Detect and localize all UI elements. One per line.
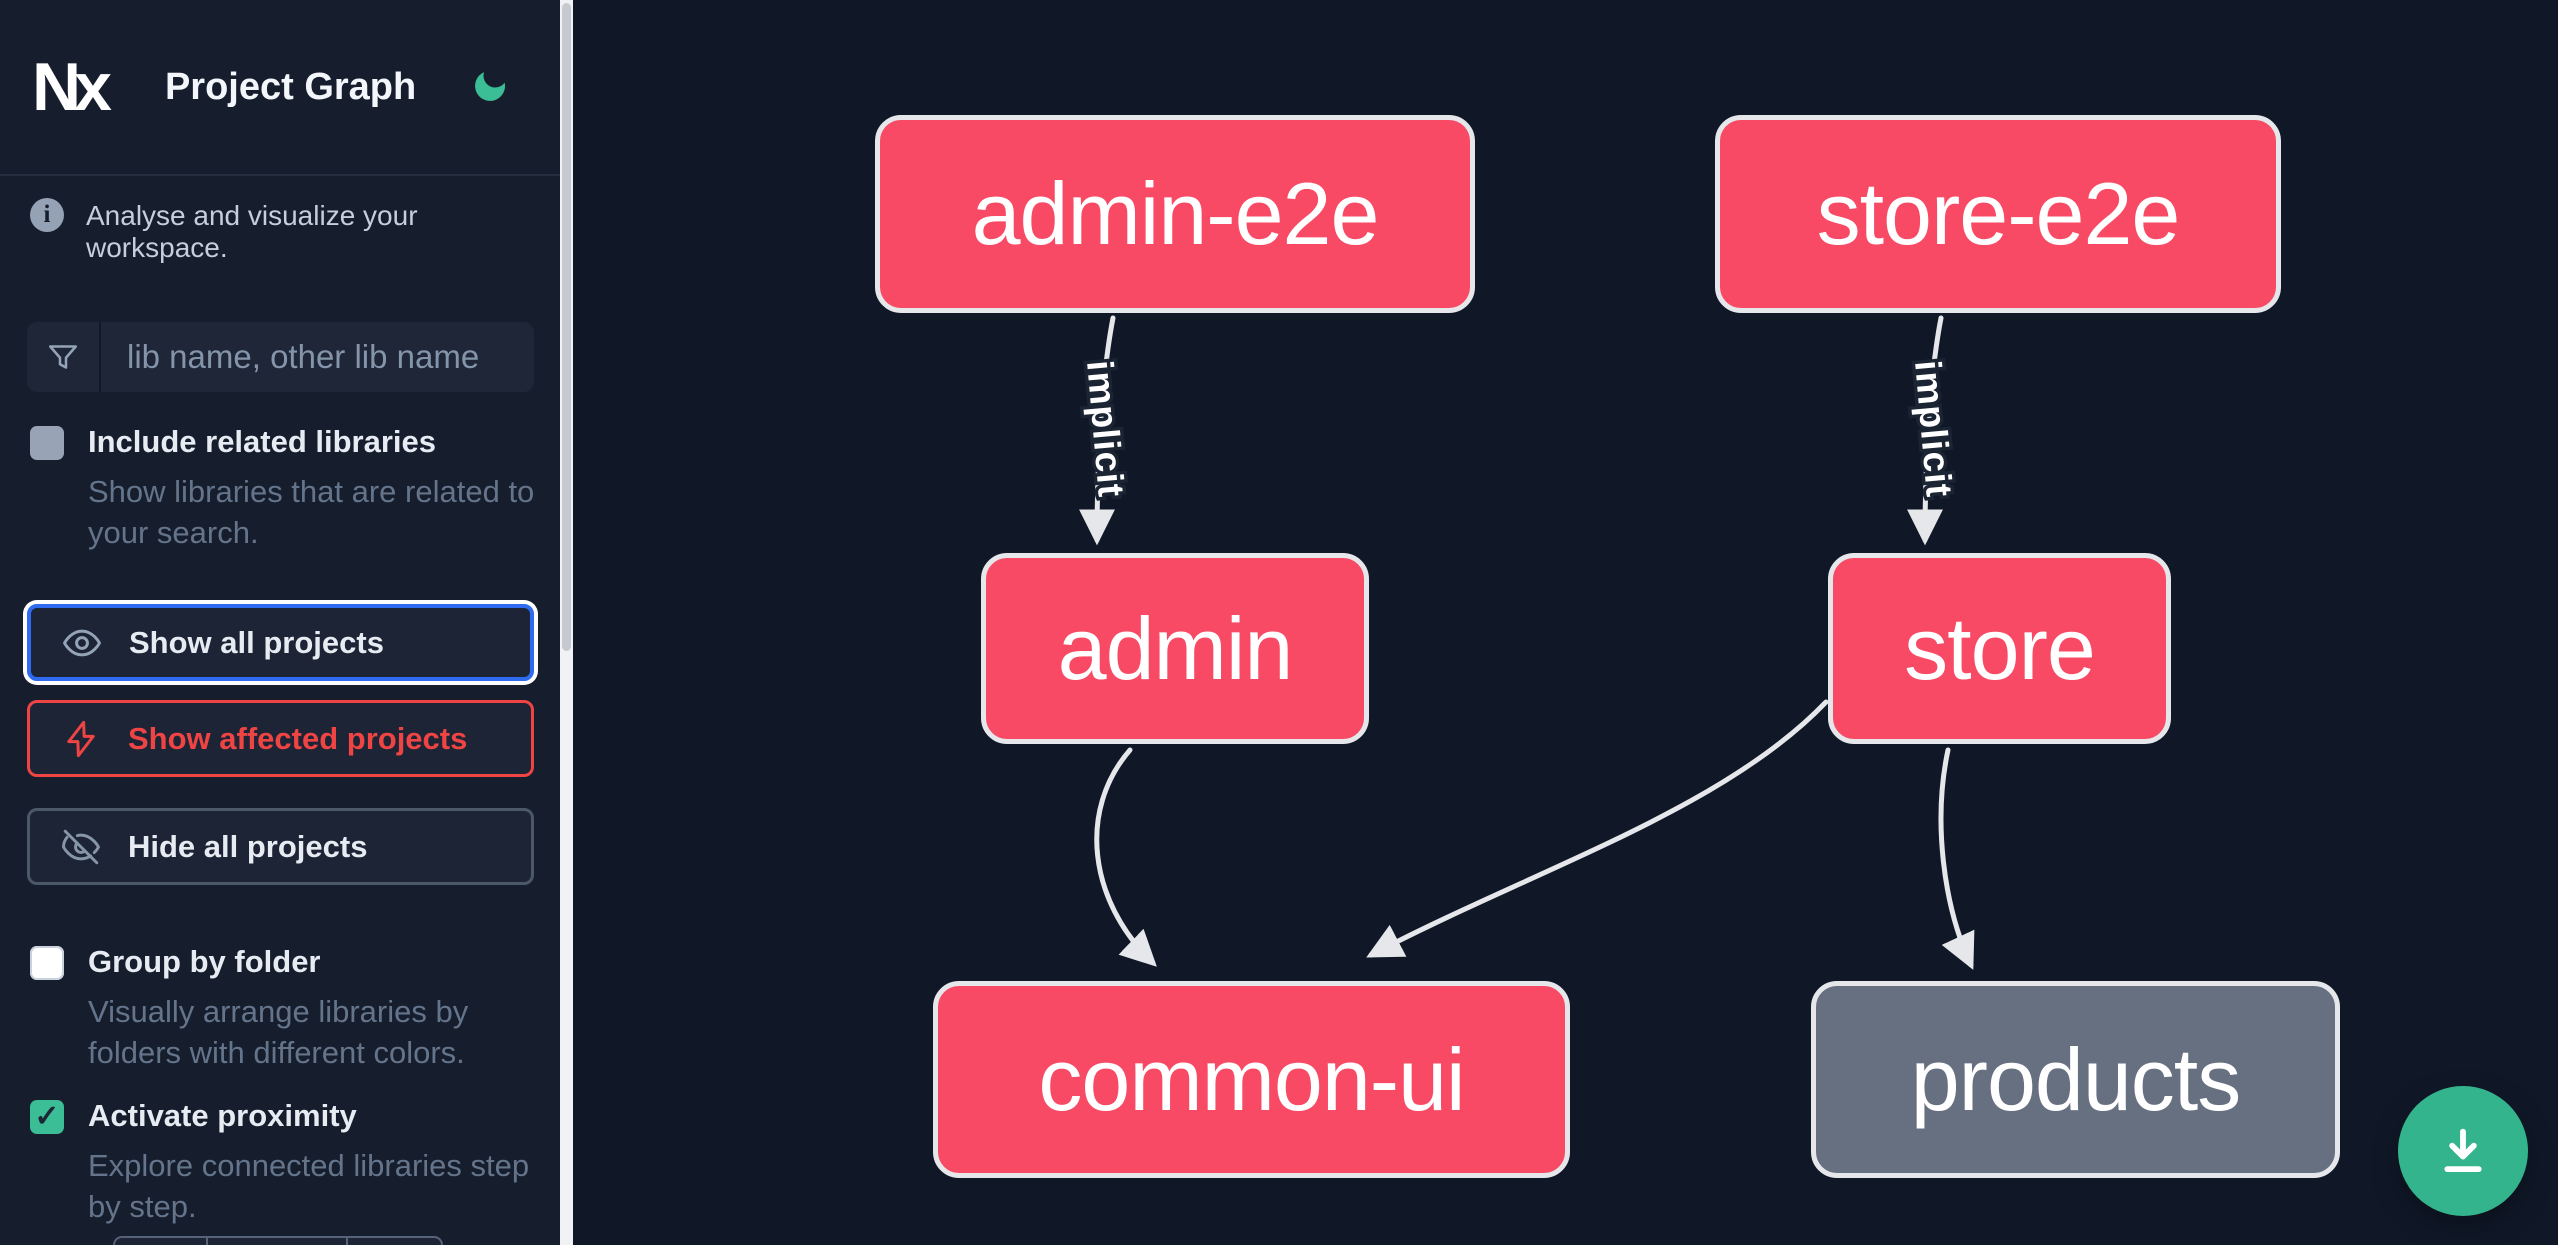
toggle-include-related: Include related libraries Show libraries… (30, 424, 535, 554)
graph-edges: implicit implicit (1076, 315, 1975, 970)
toggle-group-by-folder: Group by folder Visually arrange librari… (30, 944, 535, 1074)
node-store[interactable]: store (1828, 553, 2171, 744)
edge-store-to-common-ui (1366, 699, 1829, 958)
search-input[interactable] (101, 322, 534, 392)
node-store-e2e[interactable]: store-e2e (1715, 115, 2281, 313)
eye-slash-icon (62, 829, 100, 864)
node-admin[interactable]: admin (981, 553, 1369, 744)
group-by-folder-checkbox[interactable] (30, 946, 64, 980)
node-products[interactable]: products (1811, 981, 2340, 1178)
proximity-depth-control[interactable] (113, 1236, 443, 1245)
search-box (27, 322, 534, 392)
node-label: store-e2e (1816, 164, 2181, 263)
button-label: Hide all projects (128, 828, 368, 864)
node-admin-e2e[interactable]: admin-e2e (875, 115, 1475, 313)
edge-admin-to-common-ui (1094, 747, 1157, 967)
toggle-label: Include related libraries (88, 424, 437, 459)
sidebar-scrollbar-track (560, 0, 573, 1245)
info-icon: i (30, 198, 64, 232)
node-common-ui[interactable]: common-ui (933, 981, 1570, 1178)
sidebar-scrollbar-thumb[interactable] (562, 3, 571, 651)
depth-value (208, 1238, 348, 1245)
sidebar-header: Nx Project Graph (0, 0, 560, 176)
lightning-bolt-icon (67, 720, 95, 757)
theme-toggle-button[interactable] (468, 65, 512, 109)
edge-store-e2e-to-store (1907, 315, 1944, 546)
depth-increment-button[interactable] (348, 1238, 441, 1245)
tagline-text: Analyse and visualize your workspace. (86, 200, 418, 263)
eye-icon (63, 629, 101, 656)
node-label: admin-e2e (971, 164, 1380, 263)
node-label: store (1904, 598, 2096, 698)
filter-icon (27, 322, 101, 392)
button-label: Show all projects (129, 624, 384, 660)
toggle-activate-proximity: ✓ Activate proximity Explore connected l… (30, 1098, 535, 1228)
show-affected-projects-button[interactable]: Show affected projects (27, 700, 534, 777)
page-title: Project Graph (164, 65, 417, 108)
button-label: Show affected projects (128, 720, 468, 756)
edge-label-implicit: implicit (1907, 359, 1960, 500)
tagline-row: i Analyse and visualize your workspace. (30, 198, 530, 264)
toggle-description: Show libraries that are related to your … (88, 474, 535, 550)
edge-admin-e2e-to-admin (1079, 315, 1116, 546)
toggle-description: Visually arrange libraries by folders wi… (88, 994, 469, 1070)
download-icon (2444, 1128, 2482, 1173)
node-label: common-ui (1038, 1029, 1465, 1129)
node-label: admin (1057, 598, 1294, 698)
nx-logo: Nx (32, 49, 112, 125)
toggle-description: Explore connected libraries step by step… (88, 1148, 530, 1224)
edge-store-to-products (1938, 747, 1975, 970)
moon-icon (475, 71, 506, 101)
download-image-button[interactable] (2398, 1086, 2528, 1216)
edge-label-implicit: implicit (1079, 359, 1132, 500)
sidebar: Nx Project Graph i Analyse and visualize… (0, 0, 560, 1245)
depth-decrement-button[interactable] (115, 1238, 208, 1245)
toggle-label: Group by folder (88, 944, 321, 979)
include-related-checkbox[interactable] (30, 426, 64, 460)
show-all-projects-button[interactable]: Show all projects (27, 604, 534, 681)
hide-all-projects-button[interactable]: Hide all projects (27, 808, 534, 885)
graph-canvas[interactable]: implicit implicit admin-e2e store-e2e ad… (573, 0, 2558, 1245)
check-icon: ✓ (34, 1100, 60, 1133)
activate-proximity-checkbox[interactable]: ✓ (30, 1100, 64, 1134)
toggle-label: Activate proximity (88, 1098, 357, 1133)
node-label: products (1910, 1029, 2242, 1129)
